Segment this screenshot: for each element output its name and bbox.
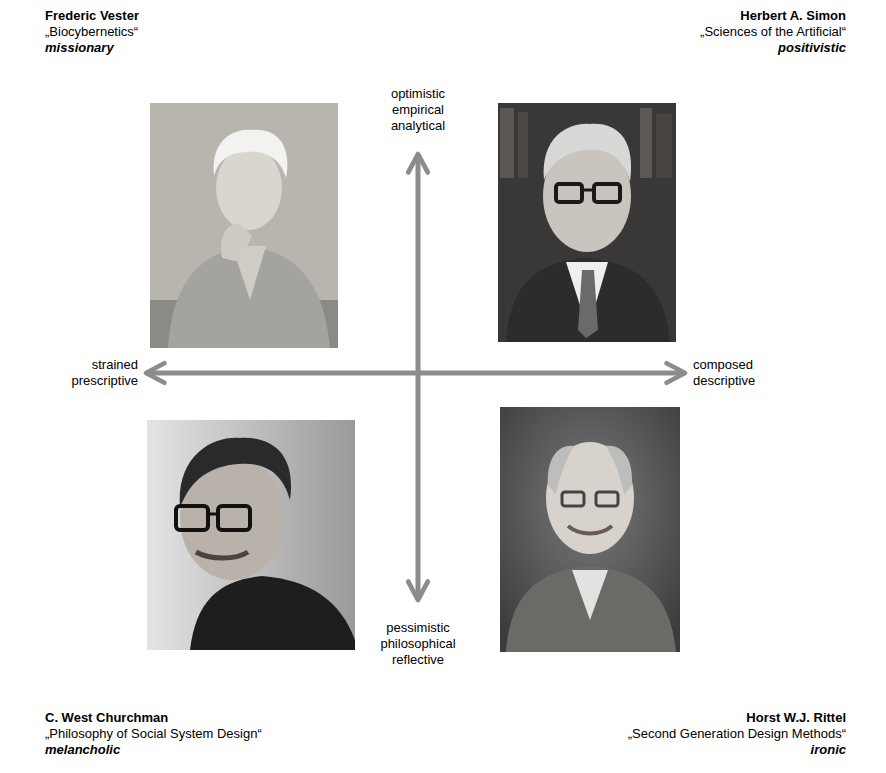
axis-arrow <box>146 371 685 376</box>
title-line: „Biocybernetics“ <box>45 24 139 40</box>
portrait-caption: Horst W.J. Rittel„Second Generation Desi… <box>628 710 846 758</box>
name-line: Herbert A. Simon <box>700 8 846 24</box>
name-line: C. West Churchman <box>45 710 262 726</box>
axis-pole: strained prescriptive <box>38 357 138 389</box>
name-line: pessimistic philosophical reflective <box>368 620 468 668</box>
attribute-line: ironic <box>628 742 846 758</box>
portrait-caption: C. West Churchman„Philosophy of Social S… <box>45 710 262 758</box>
name-line: optimistic empirical analytical <box>368 86 468 134</box>
portrait-churchman <box>147 420 355 650</box>
portrait-vester <box>150 103 338 348</box>
portrait-caption: Herbert A. Simon„Sciences of the Artific… <box>700 8 846 56</box>
portrait-rittel <box>500 407 680 652</box>
name-line: strained prescriptive <box>38 357 138 389</box>
title-line: „Philosophy of Social System Design“ <box>45 726 262 742</box>
axis-pole: composed descriptive <box>693 357 793 389</box>
attribute-line: missionary <box>45 40 139 56</box>
name-line: Frederic Vester <box>45 8 139 24</box>
attribute-line: melancholic <box>45 742 262 758</box>
name-line: Horst W.J. Rittel <box>628 710 846 726</box>
portrait-caption: Frederic Vester„Biocybernetics“missionar… <box>45 8 139 56</box>
title-line: „Sciences of the Artificial“ <box>700 24 846 40</box>
title-line: „Second Generation Design Methods“ <box>628 726 846 742</box>
axis-pole: pessimistic philosophical reflective <box>368 620 468 668</box>
axis-pole: optimistic empirical analytical <box>368 86 468 134</box>
portrait-simon <box>498 103 676 342</box>
axis-arrow <box>416 154 421 600</box>
name-line: composed descriptive <box>693 357 793 389</box>
attribute-line: positivistic <box>700 40 846 56</box>
